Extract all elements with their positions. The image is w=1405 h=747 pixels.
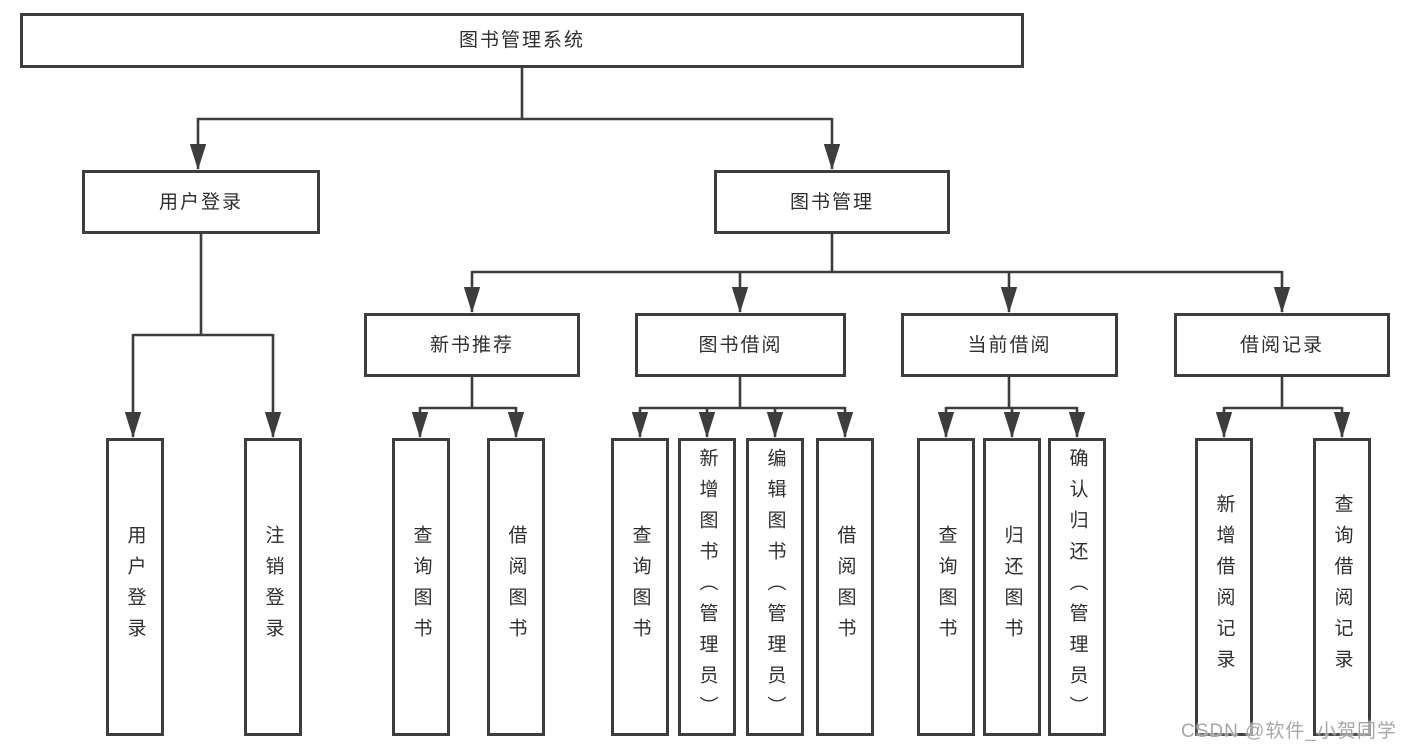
leaf-borrow-books-recommend: 借阅图书 (487, 438, 545, 736)
leaf-query-borrow-record: 查询借阅记录 (1313, 438, 1371, 736)
leaf-borrow-books: 借阅图书 (816, 438, 874, 736)
leaf-return-books: 归还图书 (983, 438, 1041, 736)
node-new-book-recommend: 新书推荐 (364, 313, 580, 377)
leaf-confirm-return-admin: 确认归还（管理员） (1048, 438, 1106, 736)
csdn-watermark: CSDN @软件_小贺同学 (1181, 721, 1397, 742)
leaf-add-borrow-record: 新增借阅记录 (1195, 438, 1253, 736)
leaf-logout: 注销登录 (244, 438, 302, 736)
leaf-edit-books-admin: 编辑图书（管理员） (746, 438, 804, 736)
node-borrow-records: 借阅记录 (1174, 313, 1390, 377)
node-book-borrow: 图书借阅 (635, 313, 846, 377)
leaf-query-books-recommend: 查询图书 (392, 438, 450, 736)
node-current-borrow: 当前借阅 (901, 313, 1118, 377)
leaf-query-books-current: 查询图书 (917, 438, 975, 736)
node-user-login: 用户登录 (82, 170, 320, 234)
node-book-management: 图书管理 (714, 170, 950, 234)
node-root-system: 图书管理系统 (20, 13, 1024, 68)
leaf-user-login: 用户登录 (106, 438, 164, 736)
leaf-add-books-admin: 新增图书（管理员） (678, 438, 736, 736)
leaf-query-books-borrow: 查询图书 (611, 438, 669, 736)
